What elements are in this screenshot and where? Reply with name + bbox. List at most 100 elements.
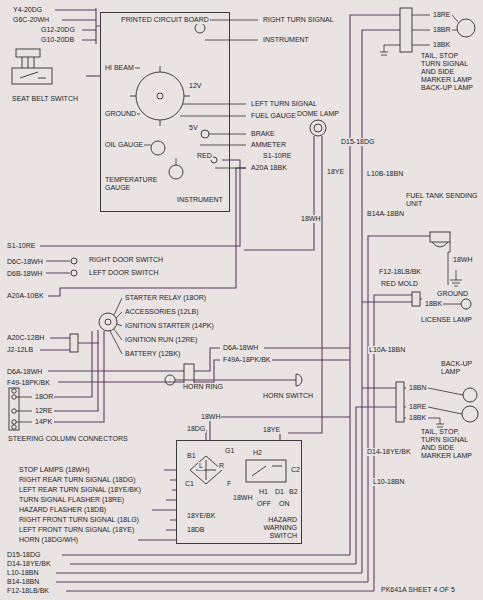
wire-label: L10B-18BN	[366, 170, 404, 178]
leader-line	[134, 20, 258, 168]
lamp-symbol	[314, 124, 322, 132]
leader-line	[16, 15, 463, 427]
wire-label: 18DG	[186, 425, 206, 433]
wire-label: BATTERY (12BK)	[124, 350, 181, 358]
wire-label: 18YE	[326, 168, 345, 176]
wire-label: LICENSE LAMP	[420, 316, 473, 324]
wire-label: RIGHT FRONT TURN SIGNAL (18LG)	[18, 516, 140, 524]
wire-label: F49A-18PK/BK	[222, 356, 271, 364]
wire-label: 18BK	[408, 414, 427, 422]
wire-label: 18WH	[200, 413, 221, 421]
wire	[48, 348, 350, 382]
wire-label: B2	[288, 488, 299, 496]
wire-label: L10A-18BN	[368, 346, 406, 354]
switch-symbol	[252, 466, 282, 476]
wire-label: C2	[290, 466, 301, 474]
wire-label: 18BK	[432, 41, 451, 49]
wire	[40, 160, 240, 246]
wire-label: 18BN	[408, 384, 428, 392]
lamp-symbol	[461, 299, 471, 309]
wire-label: H2	[252, 449, 263, 457]
wire-label: C1	[184, 480, 195, 488]
switch-symbol	[71, 258, 77, 264]
wire	[40, 338, 99, 350]
wire-label: OFF	[256, 500, 272, 508]
wire-label: S1-10RE	[6, 242, 36, 250]
wire-label: ON	[278, 500, 291, 508]
symbol	[12, 49, 52, 84]
switch-symbol	[70, 258, 302, 484]
symbol	[9, 388, 19, 430]
wire-label: D6A-18WH	[6, 368, 43, 376]
pcb-gauge	[195, 23, 205, 33]
wire-label: R	[218, 462, 225, 470]
wire-label: TURN SIGNAL FLASHER (18RE)	[18, 496, 125, 504]
lamp-symbol	[400, 8, 412, 52]
wire-label: G1	[224, 447, 235, 455]
wire-label: A20A-10BK	[6, 292, 45, 300]
switch-symbol	[71, 270, 77, 276]
wire-label: AMMETER	[250, 141, 287, 149]
lamp-symbol	[310, 120, 326, 136]
wire-label: DOME LAMP	[296, 110, 340, 118]
wire-label: ACCESSORIES (12LB)	[124, 308, 200, 316]
wire-label: L	[198, 462, 204, 470]
lamp-symbol	[463, 388, 477, 402]
wire-label: TEMPERATURE GAUGE	[104, 176, 162, 192]
pcb-gauge	[157, 93, 163, 99]
wire-label: D14-18YE/BK	[6, 560, 52, 568]
leader-line	[404, 388, 463, 427]
wire-label: IGNITION STARTER (14PK)	[124, 322, 215, 330]
wire	[138, 470, 176, 540]
wire-label: 12RE	[34, 407, 54, 415]
wire-label: J2-12LB	[6, 346, 34, 354]
pcb-gauge	[151, 141, 165, 155]
lamp-symbol	[412, 292, 420, 306]
wire	[206, 417, 350, 440]
wire-label: RED	[196, 152, 213, 160]
component-label: STEERING COLUMN CONNECTORS	[7, 435, 129, 443]
wire-label: HI BEAM	[104, 64, 135, 72]
wire-label: 18WH	[300, 215, 321, 223]
wire-label: 12V	[188, 82, 202, 90]
wire-label: G6C-20WH	[12, 16, 50, 24]
wire-label: PK641A SHEET 4 OF 5	[380, 586, 456, 594]
wire-label: B14A-18BN	[366, 210, 405, 218]
wire-label: Y4-20DG	[12, 6, 43, 14]
wire	[56, 555, 374, 591]
wire-label: STARTER RELAY (18OR)	[124, 294, 207, 302]
switch-symbol	[246, 460, 286, 482]
switch-symbol	[70, 334, 78, 352]
wire-label: F12-18LB/BK	[378, 268, 422, 276]
switch-symbol	[296, 374, 302, 386]
switch-symbol	[165, 375, 175, 385]
wire-label: A20A 18BK	[250, 164, 288, 172]
wire-label: 18RE	[408, 403, 428, 411]
wire-label: H1	[258, 488, 269, 496]
wire-label: OIL GAUGE	[104, 141, 144, 149]
wire-label: F12-18LB/BK	[6, 587, 50, 595]
wire	[48, 168, 246, 296]
switch-symbol	[105, 319, 111, 325]
wire-label: FUEL TANK SENDING UNIT	[405, 192, 479, 208]
wire-label: HAZARD FLASHER (18DB)	[18, 506, 107, 514]
seat-belt-symbol	[8, 46, 68, 92]
wire	[175, 379, 296, 380]
wire-label: D1	[274, 488, 285, 496]
wire-label: 5V	[188, 124, 199, 132]
wire-label: B14-18BN	[6, 578, 40, 586]
wire-label: 18OR	[34, 393, 54, 401]
wire-label: 18BK	[424, 300, 443, 308]
wire-label: F	[226, 480, 232, 488]
wire-label: D6B-18WH	[6, 270, 43, 278]
wire-label: GROUND	[436, 290, 469, 298]
wire-label: L10-18BN	[6, 569, 40, 577]
wire-label: GROUND	[104, 110, 137, 118]
wire-label: G12-20DG	[40, 26, 76, 34]
wire-connector	[86, 75, 100, 76]
wire-label: INSTRUMENT	[176, 196, 224, 204]
wire-label: LEFT DOOR SWITCH	[88, 269, 159, 277]
wire-label: HORN SWITCH	[262, 392, 314, 400]
wire-label: 18DB	[186, 526, 206, 534]
